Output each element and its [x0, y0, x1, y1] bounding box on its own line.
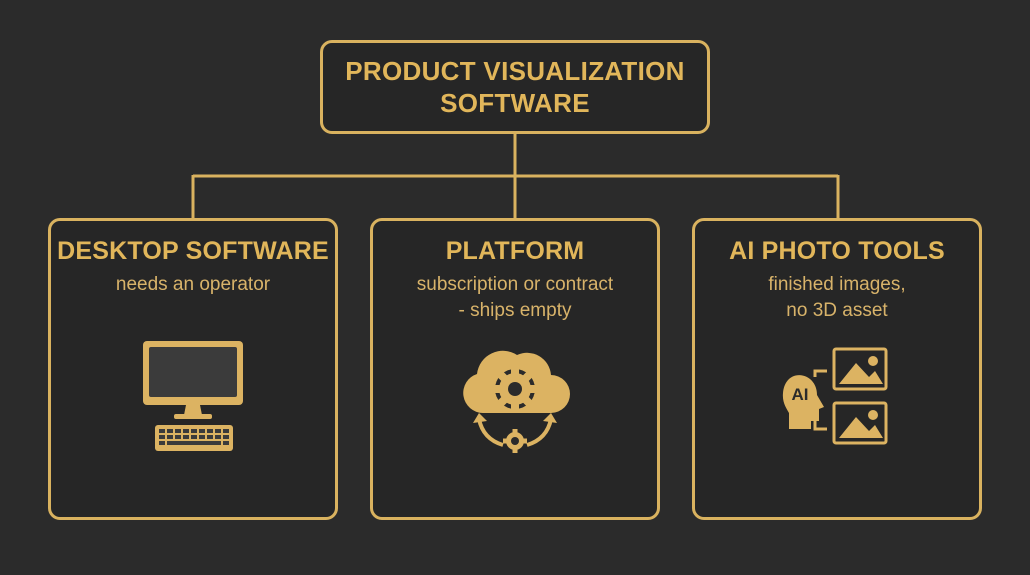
card-description: finished images, no 3D asset — [695, 272, 979, 324]
card-platform: PLATFORM subscription or contract - ship… — [370, 218, 660, 520]
ai-head-images-icon: AI — [695, 343, 979, 453]
root-node: PRODUCT VISUALIZATION SOFTWARE — [320, 40, 710, 134]
card-description: needs an operator — [51, 272, 335, 298]
ai-label: AI — [792, 385, 809, 404]
card-title: PLATFORM — [445, 237, 585, 265]
card-desc-line: - ships empty — [458, 300, 572, 321]
root-title-line-2: SOFTWARE — [440, 88, 590, 118]
card-desktop-software: DESKTOP SOFTWARE needs an operator — [48, 218, 338, 520]
desktop-computer-icon — [51, 339, 335, 459]
card-desc-line: no 3D asset — [786, 300, 888, 321]
card-ai-photo-tools: AI PHOTO TOOLS finished images, no 3D as… — [692, 218, 982, 520]
card-desc-line: subscription or contract — [416, 274, 614, 295]
card-description: subscription or contract - ships empty — [373, 272, 657, 324]
card-title: DESKTOP SOFTWARE — [57, 237, 329, 265]
cloud-gear-icon — [373, 341, 657, 456]
card-title: AI PHOTO TOOLS — [729, 237, 945, 265]
root-title-line-1: PRODUCT VISUALIZATION — [345, 56, 685, 86]
card-desc-line: finished images, — [768, 274, 906, 295]
card-desc-line: needs an operator — [115, 274, 271, 295]
